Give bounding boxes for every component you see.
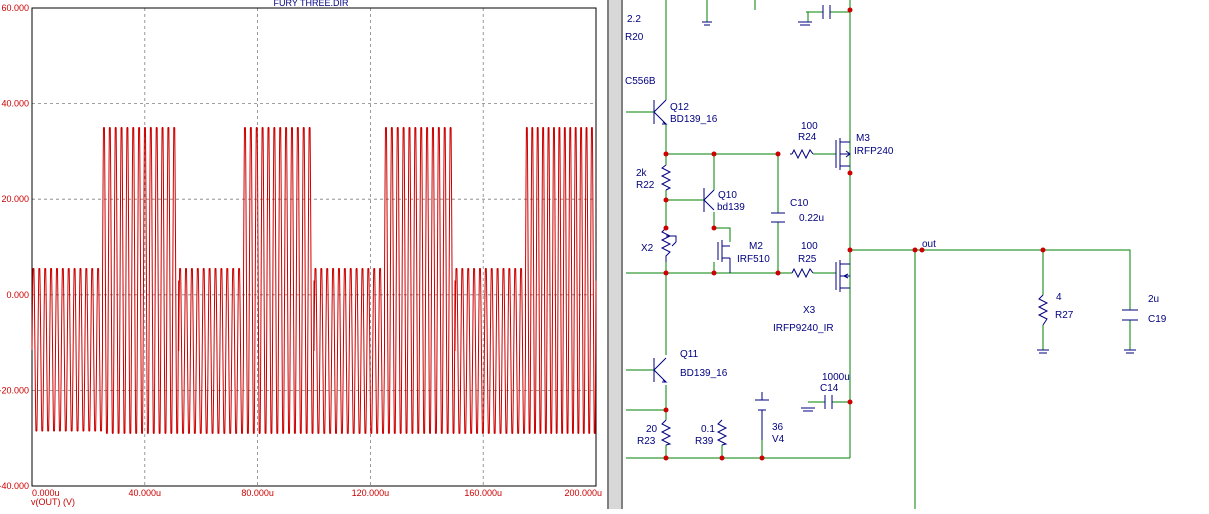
label-m3-model: IRFP240 bbox=[854, 146, 894, 157]
y-tick-label: 60.000 bbox=[1, 3, 29, 13]
series-line bbox=[31, 127, 597, 434]
label-c556b: C556B bbox=[625, 76, 656, 87]
schematic-canvas[interactable]: 2.2 R20 C556B Q12 BD139_16 100 R24 M3 IR… bbox=[623, 0, 1209, 509]
schematic-wires bbox=[626, 0, 1131, 509]
label-r27-value: 4 bbox=[1056, 292, 1062, 303]
x-tick-label: 120.000u bbox=[352, 488, 390, 498]
label-r39: R39 bbox=[695, 436, 714, 447]
label-r25-value: 100 bbox=[801, 241, 818, 252]
label-c10: C10 bbox=[790, 198, 809, 209]
label-c19: C19 bbox=[1148, 314, 1167, 325]
label-r39-value: 0.1 bbox=[701, 424, 715, 435]
splitter-edge-right bbox=[621, 0, 623, 509]
label-r23: R23 bbox=[637, 436, 656, 447]
waveform-chart[interactable]: FURY THREE.DIR 60.000 40.000 20.000 0.000 -2… bbox=[0, 0, 607, 509]
schematic-pane[interactable]: 2.2 R20 C556B Q12 BD139_16 100 R24 M3 IR… bbox=[623, 0, 1209, 509]
label-c14-value: 1000u bbox=[822, 372, 850, 383]
label-r27: R27 bbox=[1055, 310, 1074, 321]
y-tick-label: -20.000 bbox=[0, 385, 29, 395]
label-r24: R24 bbox=[798, 132, 817, 143]
y-tick-label: -40.000 bbox=[0, 481, 29, 491]
plot-frame bbox=[31, 7, 597, 487]
label-q12-model: BD139_16 bbox=[670, 114, 718, 125]
label-c19-value: 2u bbox=[1148, 294, 1159, 305]
label-m2-model: IRF510 bbox=[737, 254, 770, 265]
label-r24-value: 100 bbox=[801, 121, 818, 132]
label-out-net: out bbox=[922, 239, 936, 250]
label-r23-value: 20 bbox=[646, 424, 658, 435]
y-tick-label: 0.000 bbox=[6, 290, 29, 300]
label-r20: R20 bbox=[625, 32, 644, 43]
label-q11: Q11 bbox=[680, 349, 699, 360]
label-x3: X3 bbox=[803, 305, 816, 316]
label-r22: R22 bbox=[636, 180, 655, 191]
x-tick-label: 200.000u bbox=[564, 488, 602, 498]
label-q12: Q12 bbox=[670, 102, 689, 113]
x-tick-label: 160.000u bbox=[464, 488, 502, 498]
label-m3: M3 bbox=[856, 133, 870, 144]
splitter-edge-left bbox=[607, 0, 609, 509]
trace-legend-label[interactable]: v(OUT) (V) bbox=[31, 497, 75, 507]
label-q11-model: BD139_16 bbox=[680, 368, 728, 379]
y-tick-label: 40.000 bbox=[1, 99, 29, 109]
label-x2: X2 bbox=[641, 243, 654, 254]
schematic-labels: 2.2 R20 C556B Q12 BD139_16 100 R24 M3 IR… bbox=[625, 14, 1167, 447]
label-v4: V4 bbox=[772, 434, 785, 445]
label-q10: Q10 bbox=[718, 190, 737, 201]
label-v4-value: 36 bbox=[772, 422, 784, 433]
label-q10-model: bd139 bbox=[717, 202, 745, 213]
label-r20-value: 2.2 bbox=[627, 14, 641, 25]
waveform-plot-pane[interactable]: FURY THREE.DIR 60.000 40.000 20.000 0.000 -2… bbox=[0, 0, 607, 509]
x-tick-label: 0.000u bbox=[32, 488, 60, 498]
label-r22-value: 2k bbox=[636, 168, 648, 179]
label-r25: R25 bbox=[798, 254, 817, 265]
label-x3-model: IRFP9240_IR bbox=[773, 323, 834, 334]
label-m2: M2 bbox=[749, 241, 763, 252]
trace-vout bbox=[31, 127, 597, 434]
schematic-junctions bbox=[663, 7, 1046, 461]
schematic-parts bbox=[653, 5, 1138, 446]
label-c14: C14 bbox=[820, 383, 839, 394]
label-c10-value: 0.22u bbox=[799, 213, 824, 224]
y-tick-label: 20.000 bbox=[1, 194, 29, 204]
plot-title: FURY THREE.DIR bbox=[273, 0, 349, 8]
pane-splitter[interactable] bbox=[607, 0, 623, 509]
x-tick-label: 80.000u bbox=[241, 488, 274, 498]
x-tick-label: 40.000u bbox=[129, 488, 162, 498]
